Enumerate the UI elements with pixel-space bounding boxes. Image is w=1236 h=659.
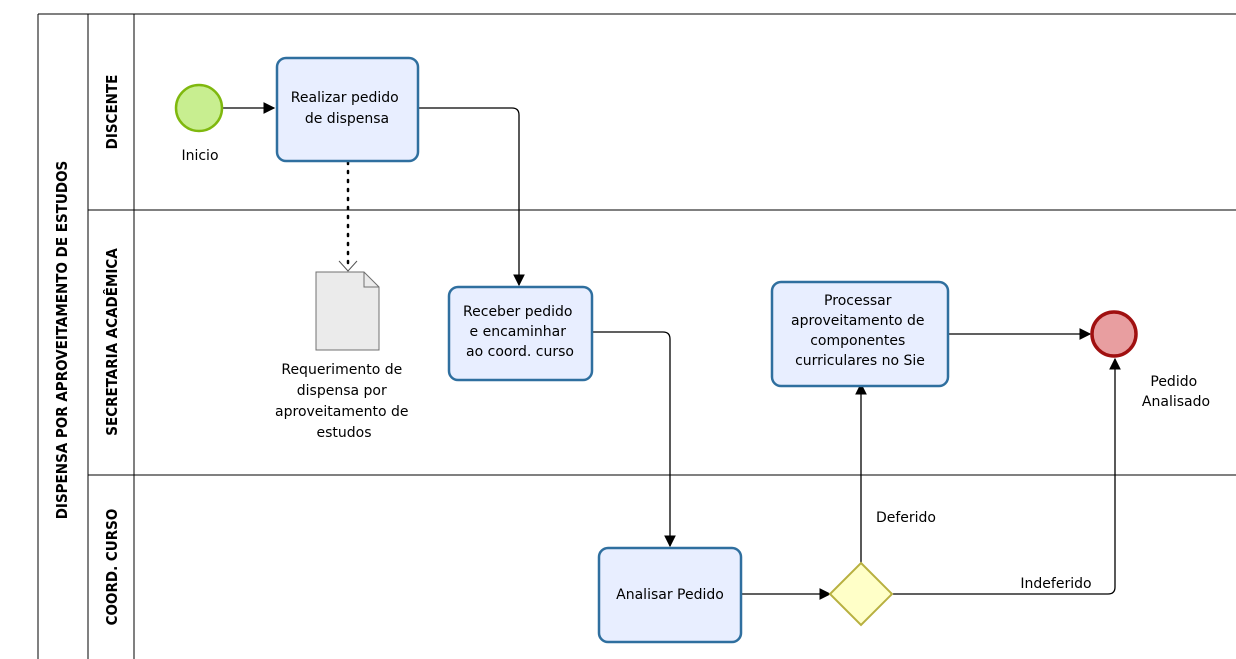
document-icon[interactable]	[315, 271, 380, 351]
sequence-flows	[223, 102, 1121, 600]
task-processar-aproveitamento[interactable]: Processar aproveitamento de componentes …	[770, 280, 950, 388]
end-event-label-line: Analisado	[1142, 394, 1210, 410]
task-processar-line: Processar	[824, 293, 892, 309]
task-processar-line: curriculares no Sie	[795, 353, 925, 369]
task-realizar-line: Realizar pedido	[291, 90, 399, 106]
pool-title: DISPENSA POR APROVEITAMENTO DE ESTUDOS	[53, 161, 71, 520]
flow-realizar-to-receber	[418, 107, 525, 287]
task-processar-line: aproveitamento de	[791, 313, 924, 329]
document-label-line: estudos	[316, 425, 371, 441]
pool-frame	[37, 13, 1236, 659]
exclusive-gateway[interactable]	[828, 561, 894, 627]
document-label-line: dispensa por	[297, 383, 387, 399]
data-association	[338, 160, 358, 272]
start-event[interactable]	[174, 83, 224, 133]
document-label-line: aproveitamento de	[275, 404, 408, 420]
task-realizar-line: de dispensa	[305, 111, 389, 127]
end-event-label-line: Pedido	[1150, 374, 1197, 390]
flow-receber-to-analisar	[592, 331, 676, 548]
svg-text:Processar aproveitamento: Processar aproveitamento de componentes …	[791, 293, 929, 369]
task-analisar-pedido[interactable]: Analisar Pedido	[597, 546, 743, 644]
task-realizar-pedido[interactable]: Realizar pedido de dispensa	[275, 56, 420, 163]
document-label: Requerimento de dispensa por aproveitame…	[275, 362, 413, 441]
flow-gateway-to-end	[893, 357, 1121, 595]
document-label-line: Requerimento de	[281, 362, 402, 378]
task-receber-line: e encaminhar	[470, 324, 567, 340]
task-receber-pedido[interactable]: Receber pedido e encaminhar ao coord. cu…	[447, 285, 594, 382]
task-receber-line: ao coord. curso	[466, 344, 574, 360]
task-analisar-line: Analisar Pedido	[616, 587, 724, 603]
flow-label-deferido: Deferido	[876, 510, 936, 526]
task-processar-line: componentes	[810, 333, 905, 349]
lane-title-discente: DISCENTE	[103, 75, 121, 150]
svg-text:Receber pedido e encamin: Receber pedido e encaminhar ao coord. cu…	[463, 304, 577, 360]
svg-text:Realizar pedido de dispe: Realizar pedido de dispensa	[291, 90, 403, 127]
svg-text:Analisar Pedido: Analisar Pedido	[616, 587, 724, 603]
start-event-label: Inicio	[181, 148, 218, 164]
end-event-label: Pedido Analisado	[1142, 374, 1210, 410]
flow-label-indeferido: Indeferido	[1020, 576, 1091, 592]
lane-title-coord: COORD. CURSO	[103, 509, 121, 626]
end-event[interactable]	[1090, 310, 1138, 358]
lane-title-secretaria: SECRETARIA ACADÊMICA	[102, 248, 121, 436]
task-receber-line: Receber pedido	[463, 304, 572, 320]
